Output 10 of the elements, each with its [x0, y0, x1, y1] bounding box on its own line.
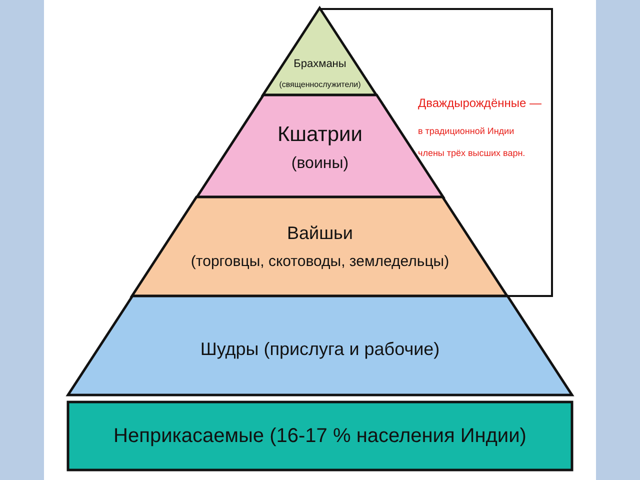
tier-caption: (торговцы, скотоводы, земледельцы) — [190, 253, 450, 270]
tier-label: Неприкасаемые (16-17 % населения Индии) — [114, 425, 526, 448]
note-heading: Дваждырождённые — — [418, 96, 542, 110]
tier-label: Шудры (прислуга и рабочие) — [200, 339, 440, 360]
tier-caption: (священнослужители) — [279, 80, 361, 89]
tier-label: Вайшьи — [287, 223, 353, 244]
tier-caption: (воины) — [291, 155, 349, 173]
tier-label: Брахманы — [294, 58, 346, 70]
note-text: в традиционной Индии члены трёх высших варн. — [418, 125, 526, 160]
tier-label: Кшатрии — [277, 123, 363, 147]
